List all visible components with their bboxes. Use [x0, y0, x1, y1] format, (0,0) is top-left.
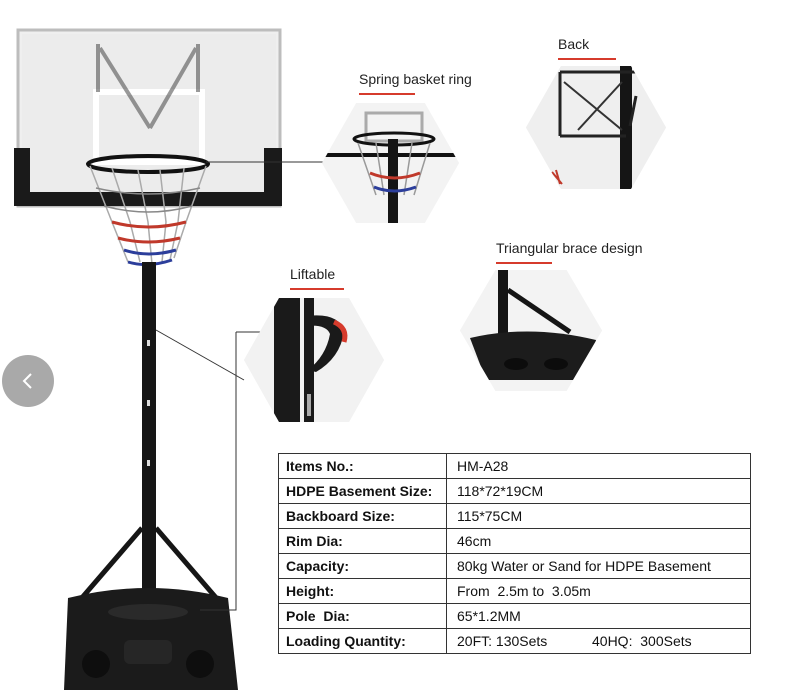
table-row: Pole Dia: 65*1.2MM — [278, 603, 751, 629]
callout-triangular-label: Triangular brace design — [496, 240, 643, 264]
carousel-prev-button[interactable] — [2, 355, 54, 407]
spec-value: 118*72*19CM — [446, 478, 751, 504]
spec-value: 115*75CM — [446, 503, 751, 529]
table-row: HDPE Basement Size: 118*72*19CM — [278, 478, 751, 504]
callout-back-text: Back — [558, 36, 590, 52]
table-row: Loading Quantity: 20FT: 130Sets 40HQ: 300… — [278, 628, 751, 654]
table-row: Rim Dia: 46cm — [278, 528, 751, 554]
callout-spring-ring-label: Spring basket ring — [359, 71, 472, 95]
table-row: Height: From 2.5m to 3.05m — [278, 578, 751, 604]
spec-value: HM-A28 — [446, 453, 751, 479]
table-row: Items No.: HM-A28 — [278, 453, 751, 479]
spec-key: Height: — [278, 578, 447, 604]
spec-value: 80kg Water or Sand for HDPE Basement — [446, 553, 751, 579]
spec-value: From 2.5m to 3.05m — [446, 578, 751, 604]
spec-key: Backboard Size: — [278, 503, 447, 529]
callout-back-label: Back — [558, 36, 616, 60]
callout-underline — [558, 58, 616, 60]
spec-key: Items No.: — [278, 453, 447, 479]
callout-underline — [290, 288, 344, 290]
callout-underline — [359, 93, 415, 95]
table-row: Backboard Size: 115*75CM — [278, 503, 751, 529]
callout-liftable-label: Liftable — [290, 266, 344, 290]
spec-key: HDPE Basement Size: — [278, 478, 447, 504]
callout-triangular-text: Triangular brace design — [496, 240, 643, 256]
spec-value: 65*1.2MM — [446, 603, 751, 629]
spring-ring-image — [322, 103, 459, 223]
spec-key: Pole Dia: — [278, 603, 447, 629]
basketball-stand-image — [14, 28, 282, 690]
spec-table: Items No.: HM-A28 HDPE Basement Size: 11… — [278, 453, 751, 654]
loading-40hq: 40HQ: 300Sets — [592, 633, 692, 649]
liftable-image — [244, 298, 384, 422]
spec-key: Loading Quantity: — [278, 628, 447, 654]
callout-underline — [496, 262, 552, 264]
chevron-left-icon — [22, 373, 32, 389]
table-row: Capacity: 80kg Water or Sand for HDPE Ba… — [278, 553, 751, 579]
spec-value: 20FT: 130Sets 40HQ: 300Sets — [446, 628, 751, 654]
spec-key: Rim Dia: — [278, 528, 447, 554]
callout-spring-ring-text: Spring basket ring — [359, 71, 472, 87]
loading-20ft: 20FT: 130Sets — [457, 633, 548, 649]
spec-key: Capacity: — [278, 553, 447, 579]
callout-liftable-text: Liftable — [290, 266, 336, 282]
spec-value: 46cm — [446, 528, 751, 554]
